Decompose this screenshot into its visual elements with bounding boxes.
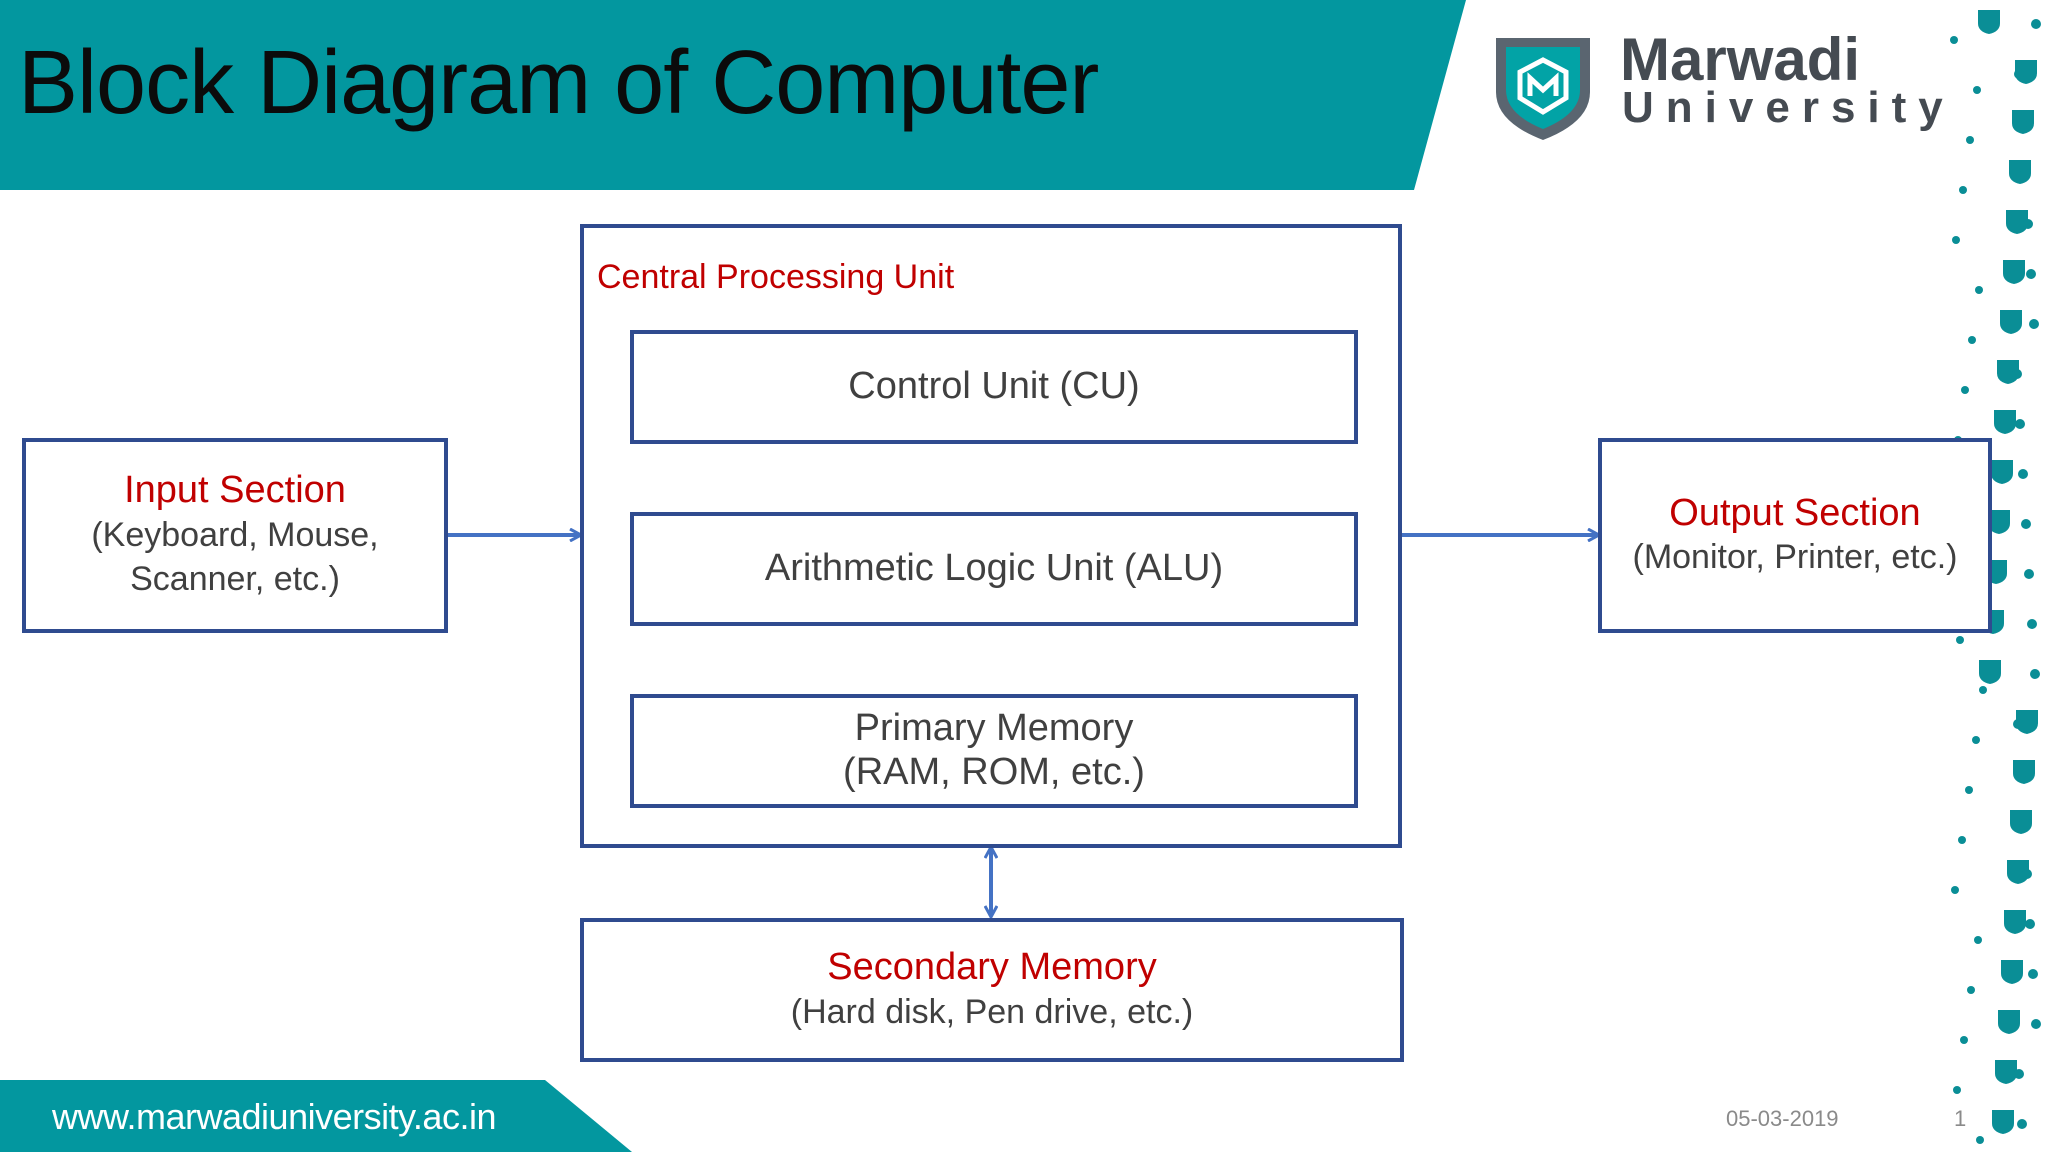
decorative-small-dot bbox=[1979, 686, 1987, 694]
decorative-small-dot bbox=[2017, 119, 2027, 129]
decorative-shield-dot bbox=[1991, 460, 2013, 484]
control-unit-label: Control Unit (CU) bbox=[848, 365, 1140, 408]
decorative-shield-dot bbox=[1978, 10, 2000, 34]
decorative-small-dot bbox=[1950, 36, 1958, 44]
decorative-small-dot bbox=[2030, 669, 2040, 679]
decorative-small-dot bbox=[2027, 619, 2037, 629]
decorative-shield-dot bbox=[1997, 360, 2019, 384]
output-section-title: Output Section bbox=[1669, 491, 1921, 534]
input-section-line1: (Keyboard, Mouse, bbox=[91, 516, 379, 555]
decorative-small-dot bbox=[2017, 1119, 2027, 1129]
decorative-small-dot bbox=[1972, 736, 1980, 744]
decorative-shield-dot bbox=[1994, 410, 2016, 434]
decorative-small-dot bbox=[1974, 936, 1982, 944]
primary-memory-title: Primary Memory bbox=[854, 707, 1134, 750]
decorative-small-dot bbox=[1968, 336, 1976, 344]
decorative-small-dot bbox=[1952, 236, 1960, 244]
decorative-shield-dot bbox=[1995, 1060, 2017, 1084]
footer-url: www.marwadiuniversity.ac.in bbox=[52, 1096, 496, 1137]
decorative-small-dot bbox=[2016, 769, 2026, 779]
decorative-small-dot bbox=[1951, 886, 1959, 894]
decorative-small-dot bbox=[2013, 719, 2023, 729]
decorative-shield-dot bbox=[2007, 860, 2029, 884]
decorative-small-dot bbox=[1953, 1086, 1961, 1094]
input-section-line2: Scanner, etc.) bbox=[130, 560, 340, 599]
alu-box: Arithmetic Logic Unit (ALU) bbox=[630, 512, 1358, 626]
decorative-small-dot bbox=[1959, 186, 1967, 194]
decorative-small-dot bbox=[1966, 136, 1974, 144]
decorative-small-dot bbox=[1961, 386, 1969, 394]
decorative-small-dot bbox=[2023, 219, 2033, 229]
primary-memory-detail: (RAM, ROM, etc.) bbox=[843, 751, 1145, 793]
control-unit-box: Control Unit (CU) bbox=[630, 330, 1358, 444]
decorative-small-dot bbox=[1967, 986, 1975, 994]
decorative-small-dot bbox=[1965, 786, 1973, 794]
output-section-box: Output Section (Monitor, Printer, etc.) bbox=[1598, 438, 1992, 633]
decorative-small-dot bbox=[2024, 569, 2034, 579]
decorative-small-dot bbox=[2019, 819, 2029, 829]
decorative-dot-pattern bbox=[1950, 10, 2041, 1144]
decorative-small-dot bbox=[1973, 86, 1981, 94]
decorative-small-dot bbox=[2026, 269, 2036, 279]
decorative-small-dot bbox=[2018, 469, 2028, 479]
decorative-shield-dot bbox=[2000, 310, 2022, 334]
page-title: Block Diagram of Computer bbox=[18, 33, 1099, 133]
decorative-shield-dot bbox=[1998, 1010, 2020, 1034]
output-section-line1: (Monitor, Printer, etc.) bbox=[1632, 538, 1958, 577]
decorative-small-dot bbox=[2025, 919, 2035, 929]
decorative-small-dot bbox=[2031, 1019, 2041, 1029]
decorative-shield-dot bbox=[2016, 710, 2038, 734]
decorative-small-dot bbox=[1960, 1036, 1968, 1044]
decorative-shield-dot bbox=[2006, 210, 2028, 234]
decorative-small-dot bbox=[1956, 636, 1964, 644]
shield-m-icon bbox=[1496, 38, 1590, 140]
decorative-small-dot bbox=[1975, 286, 1983, 294]
decorative-small-dot bbox=[2029, 319, 2039, 329]
decorative-small-dot bbox=[2014, 1069, 2024, 1079]
secondary-memory-line1: (Hard disk, Pen drive, etc.) bbox=[790, 992, 1194, 1031]
decorative-small-dot bbox=[2021, 519, 2031, 529]
secondary-memory-box: Secondary Memory (Hard disk, Pen drive, … bbox=[580, 918, 1404, 1062]
decorative-small-dot bbox=[2031, 19, 2041, 29]
primary-memory-box: Primary Memory (RAM, ROM, etc.) bbox=[630, 694, 1358, 808]
cpu-label: Central Processing Unit bbox=[597, 258, 955, 296]
input-section-box: Input Section (Keyboard, Mouse, Scanner,… bbox=[22, 438, 448, 633]
brand-name: Marwadi bbox=[1620, 26, 1861, 93]
decorative-shield-dot bbox=[1992, 1110, 2014, 1134]
page-number: 1 bbox=[1954, 1106, 1967, 1131]
decorative-shield-dot bbox=[2003, 260, 2025, 284]
footer-date: 05-03-2019 bbox=[1726, 1106, 1839, 1131]
secondary-memory-title: Secondary Memory bbox=[827, 946, 1157, 989]
input-section-title: Input Section bbox=[124, 469, 346, 512]
decorative-small-dot bbox=[1958, 836, 1966, 844]
decorative-small-dot bbox=[2022, 869, 2032, 879]
header-band bbox=[0, 0, 1466, 190]
decorative-shield-dot bbox=[1988, 510, 2010, 534]
decorative-small-dot bbox=[2015, 419, 2025, 429]
decorative-small-dot bbox=[2028, 969, 2038, 979]
decorative-shield-dot bbox=[2004, 910, 2026, 934]
decorative-shield-dot bbox=[2001, 960, 2023, 984]
decorative-small-dot bbox=[1976, 1136, 1984, 1144]
brand-subtitle: University bbox=[1622, 83, 1955, 132]
decorative-shield-dot bbox=[1979, 660, 2001, 684]
decorative-small-dot bbox=[2014, 69, 2024, 79]
alu-label: Arithmetic Logic Unit (ALU) bbox=[764, 547, 1224, 590]
decorative-small-dot bbox=[2020, 169, 2030, 179]
decorative-small-dot bbox=[2012, 369, 2022, 379]
